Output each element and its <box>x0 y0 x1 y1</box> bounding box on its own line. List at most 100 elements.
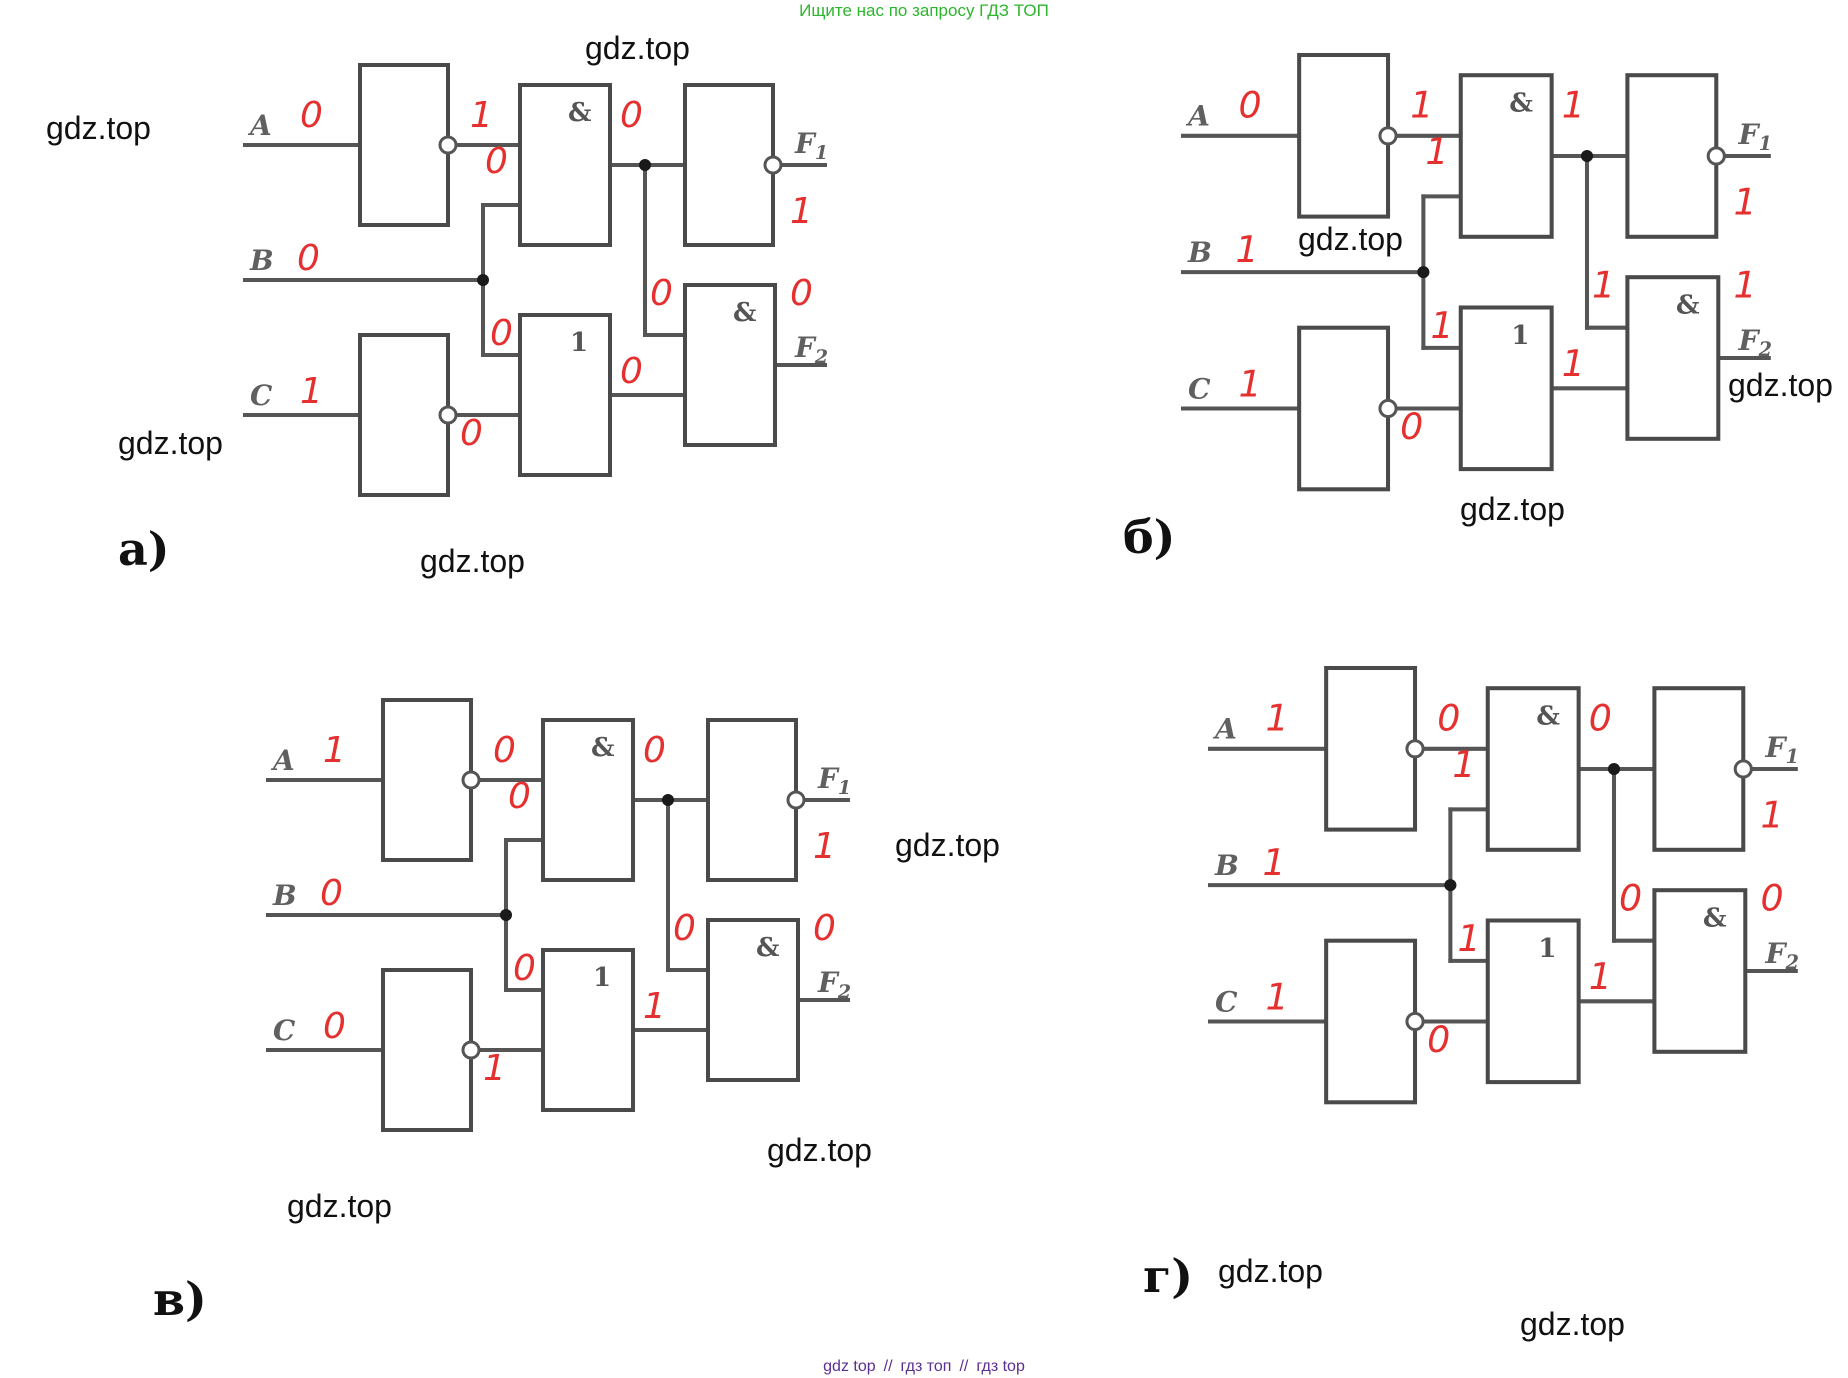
output-subscript: 1 <box>815 142 828 164</box>
panel-label-v: в) <box>153 1272 207 1326</box>
watermark: gdz.top <box>1298 221 1403 257</box>
inversion-bubble <box>1405 1011 1425 1032</box>
inversion-bubble <box>438 135 458 155</box>
and-symbol: & <box>591 733 614 763</box>
value-annotation-and_in_b: 1 <box>1452 743 1475 786</box>
value-annotation-and_in_b: 1 <box>1425 130 1448 173</box>
and-gate <box>1485 686 1581 852</box>
not-gate <box>683 83 775 247</box>
junction-dot <box>662 794 674 806</box>
watermark: gdz.top <box>287 1188 392 1224</box>
footer: gdz top//гдз топ//гдз top <box>0 1358 1848 1378</box>
value-annotation-or_out: 0 <box>620 351 643 392</box>
and-symbol: & <box>1509 88 1533 119</box>
value-annotation-nota: 0 <box>1437 697 1460 740</box>
value-annotation-and_out: 0 <box>1589 697 1612 740</box>
value-annotation-f1: 1 <box>1760 794 1783 837</box>
footer-link[interactable]: гдз топ <box>900 1358 952 1375</box>
value-annotation-b: 0 <box>297 238 320 279</box>
value-annotation-and2_in: 0 <box>650 273 673 314</box>
value-annotation-f1: 1 <box>790 191 813 232</box>
value-annotation-a: 0 <box>1239 84 1262 127</box>
or-symbol: 1 <box>1511 320 1529 351</box>
value-annotation-notc: 0 <box>460 413 483 454</box>
value-annotation-f2: 0 <box>813 908 836 949</box>
value-annotation-or_out: 1 <box>1562 342 1585 385</box>
value-annotation-f1: 1 <box>1733 181 1756 224</box>
output-label-f2: F2 <box>1738 323 1772 361</box>
or-symbol: 1 <box>593 963 611 993</box>
inversion-bubble <box>1378 398 1398 419</box>
value-annotation-notc: 0 <box>1400 405 1423 448</box>
value-annotation-and2_in: 0 <box>673 908 696 949</box>
output-label-f2: F2 <box>817 966 851 1003</box>
and-symbol: & <box>568 98 591 128</box>
output-label-f2: F2 <box>1765 936 1799 974</box>
input-label-b: B <box>249 244 274 277</box>
junction-dot <box>477 274 489 286</box>
value-annotation-or_in_b: 0 <box>490 313 513 354</box>
inversion-bubble <box>461 1040 481 1060</box>
input-label-b: B <box>1214 848 1239 882</box>
junction-dot <box>1417 266 1430 279</box>
inversion-bubble <box>1733 759 1753 779</box>
value-annotation-nota: 1 <box>1410 84 1433 127</box>
and-symbol: & <box>733 298 756 328</box>
and-symbol: & <box>756 933 779 963</box>
not-gate <box>1297 325 1391 492</box>
value-annotation-and_out: 0 <box>620 95 643 136</box>
not-gate <box>1297 52 1391 219</box>
input-label-b: B <box>272 879 297 912</box>
value-annotation-and_in_b: 0 <box>485 141 508 182</box>
not-gate <box>1625 73 1719 239</box>
not-gate <box>381 968 473 1132</box>
value-annotation-f2: 0 <box>790 273 813 314</box>
or-gate <box>1458 305 1554 472</box>
and-gate <box>1652 888 1748 1054</box>
inversion-bubble <box>763 155 783 175</box>
value-annotation-and2_in: 1 <box>1592 263 1615 306</box>
footer-link[interactable]: гдз top <box>976 1358 1025 1375</box>
watermark: gdz.top <box>767 1132 872 1168</box>
or-gate <box>541 948 635 1112</box>
value-annotation-and_out: 0 <box>643 730 666 771</box>
footer-link[interactable]: gdz top <box>823 1358 876 1375</box>
value-annotation-and_in_b: 0 <box>508 776 531 817</box>
and-gate <box>683 283 777 447</box>
value-annotation-or_in_b: 1 <box>1457 917 1480 960</box>
watermark: gdz.top <box>1460 491 1565 527</box>
output-subscript: 2 <box>1785 951 1799 974</box>
or-symbol: 1 <box>1538 933 1556 964</box>
not-gate <box>706 718 798 882</box>
or-gate <box>518 313 612 477</box>
value-annotation-or_out: 1 <box>643 986 666 1027</box>
header-note: Ищите нас по запросу ГДЗ ТОП <box>799 1 1049 20</box>
value-annotation-b: 1 <box>1236 228 1259 271</box>
value-annotation-or_out: 1 <box>1589 955 1612 998</box>
junction-dot <box>639 159 651 171</box>
output-label-f1: F1 <box>794 127 828 164</box>
watermark: gdz.top <box>1520 1306 1625 1342</box>
value-annotation-f1: 1 <box>813 826 836 867</box>
output-subscript: 1 <box>1759 132 1772 155</box>
and-gate <box>518 83 612 247</box>
value-annotation-a: 1 <box>323 730 346 771</box>
not-gate <box>1324 665 1418 832</box>
input-label-c: C <box>250 379 273 412</box>
output-subscript: 1 <box>838 777 851 799</box>
input-label-c: C <box>1215 984 1238 1018</box>
panel-label-g: г) <box>1143 1249 1193 1303</box>
value-annotation-c: 1 <box>1239 362 1262 405</box>
and-gate <box>706 918 800 1082</box>
panel-label-b: б) <box>1123 510 1175 564</box>
inversion-bubble <box>1405 739 1425 759</box>
value-annotation-b: 1 <box>1263 841 1286 884</box>
output-subscript: 2 <box>837 981 851 1003</box>
footer-separator: // <box>883 1358 893 1375</box>
and-gate <box>541 718 635 882</box>
value-annotation-f2: 1 <box>1733 263 1756 306</box>
